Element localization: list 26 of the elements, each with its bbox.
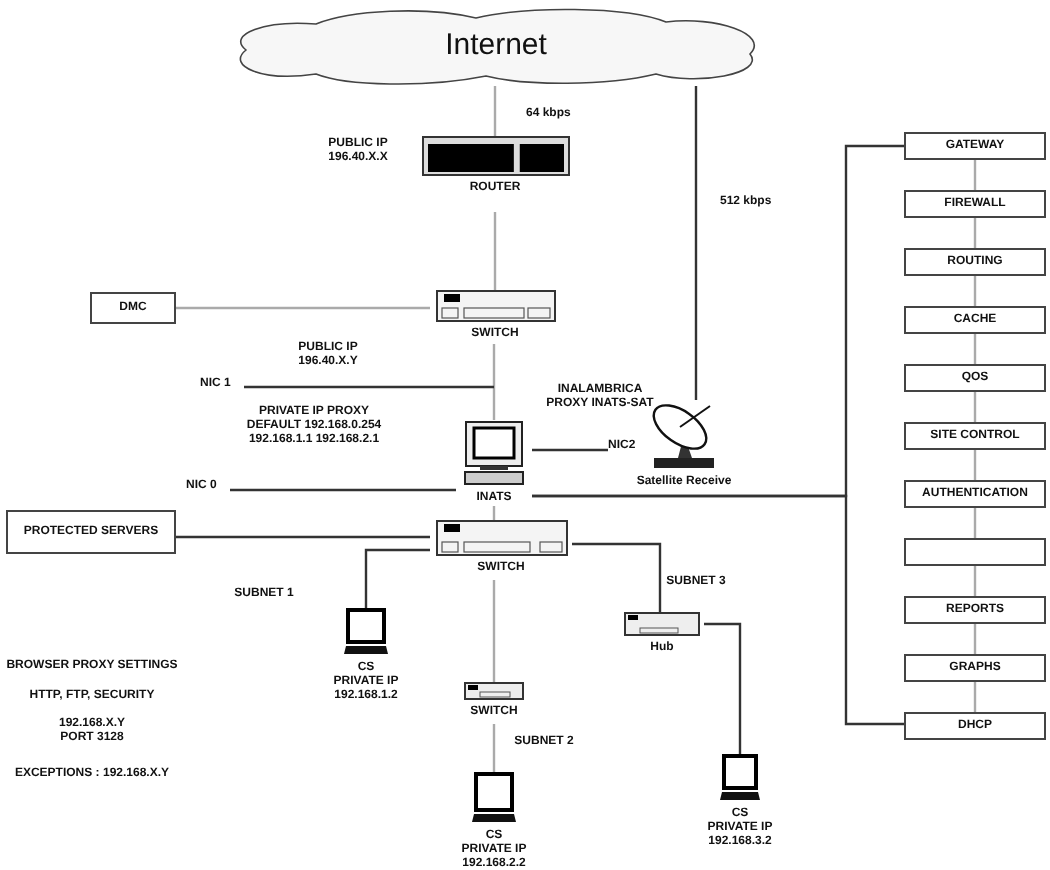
connector-line bbox=[704, 622, 742, 754]
connector-line bbox=[973, 624, 977, 654]
connector-line bbox=[973, 334, 977, 364]
connector-line bbox=[176, 535, 430, 539]
connector-line bbox=[492, 580, 496, 682]
connector-line bbox=[176, 306, 430, 310]
connector-line bbox=[492, 724, 496, 772]
empty-box bbox=[904, 538, 1046, 566]
cloud-label: Internet bbox=[443, 30, 549, 62]
connector-line bbox=[973, 392, 977, 422]
connector-line bbox=[973, 276, 977, 306]
connector-line bbox=[973, 218, 977, 248]
connector-line bbox=[492, 344, 496, 420]
connector-line bbox=[244, 385, 494, 389]
connector-line bbox=[532, 448, 608, 452]
connector-line bbox=[230, 488, 456, 492]
connector-line bbox=[364, 548, 430, 608]
connector-line bbox=[973, 160, 977, 190]
connector-line bbox=[532, 494, 904, 726]
connector-line bbox=[973, 508, 977, 538]
connector-line bbox=[973, 566, 977, 596]
connector-line bbox=[973, 682, 977, 712]
connector-line bbox=[973, 450, 977, 480]
connector-line bbox=[493, 212, 497, 290]
connector-line bbox=[493, 86, 497, 136]
connector-line bbox=[572, 542, 662, 612]
